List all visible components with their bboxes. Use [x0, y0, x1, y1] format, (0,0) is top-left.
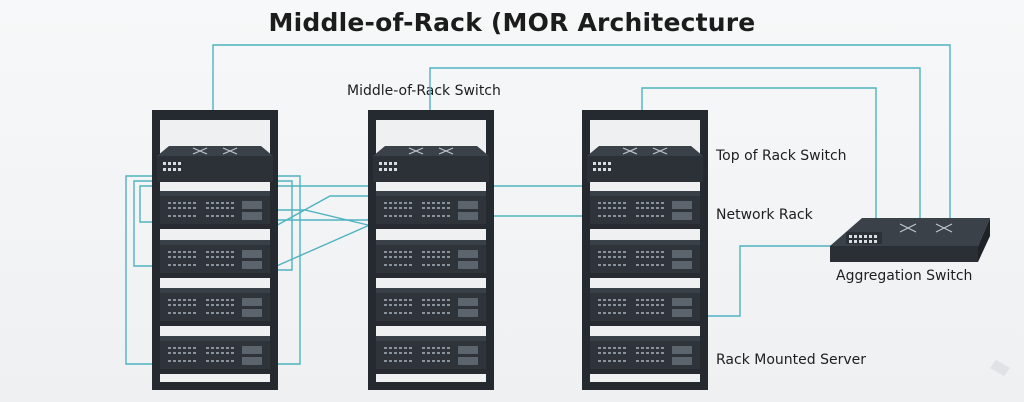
label-middle-of-rack-switch: Middle-of-Rack Switch: [347, 83, 501, 99]
rack-server-3b: [590, 288, 700, 326]
network-rack-1: [160, 191, 270, 229]
cable-cross-2: [272, 209, 373, 227]
rack-server-2c: [376, 336, 486, 374]
cable-aggregation-rack3: [704, 245, 840, 317]
label-rack-mounted-server: Rack Mounted Server: [716, 352, 866, 368]
rack-server-1b: [160, 288, 270, 326]
network-rack-2: [376, 191, 486, 229]
cable-cross-4: [271, 223, 373, 269]
top-of-rack-switch-1: [156, 145, 274, 183]
rack-server-1a: [160, 240, 270, 278]
top-of-rack-switch-3: [586, 145, 704, 183]
label-aggregation-switch: Aggregation Switch: [836, 268, 973, 284]
rack-server-3c: [590, 336, 700, 374]
rack-server-3a: [590, 240, 700, 278]
cable-cross-3: [271, 195, 372, 229]
label-top-of-rack-switch: Top of Rack Switch: [716, 148, 847, 164]
cable-rack1-aggregation: [212, 44, 951, 222]
rack-1: [152, 110, 278, 390]
cable-rack2-aggregation: [429, 67, 921, 222]
rack-3: [582, 110, 708, 390]
rack-server-2a: [376, 240, 486, 278]
diagram-title: Middle-of-Rack (MOR Architecture: [268, 8, 756, 37]
rack-server-2b: [376, 288, 486, 326]
middle-of-rack-switch: [372, 145, 490, 183]
corner-logo-icon: [990, 360, 1010, 376]
rack-server-1c: [160, 336, 270, 374]
label-network-rack: Network Rack: [716, 207, 813, 223]
aggregation-switch: [830, 218, 990, 262]
network-rack-3: [590, 191, 700, 229]
rack-2: [368, 110, 494, 390]
